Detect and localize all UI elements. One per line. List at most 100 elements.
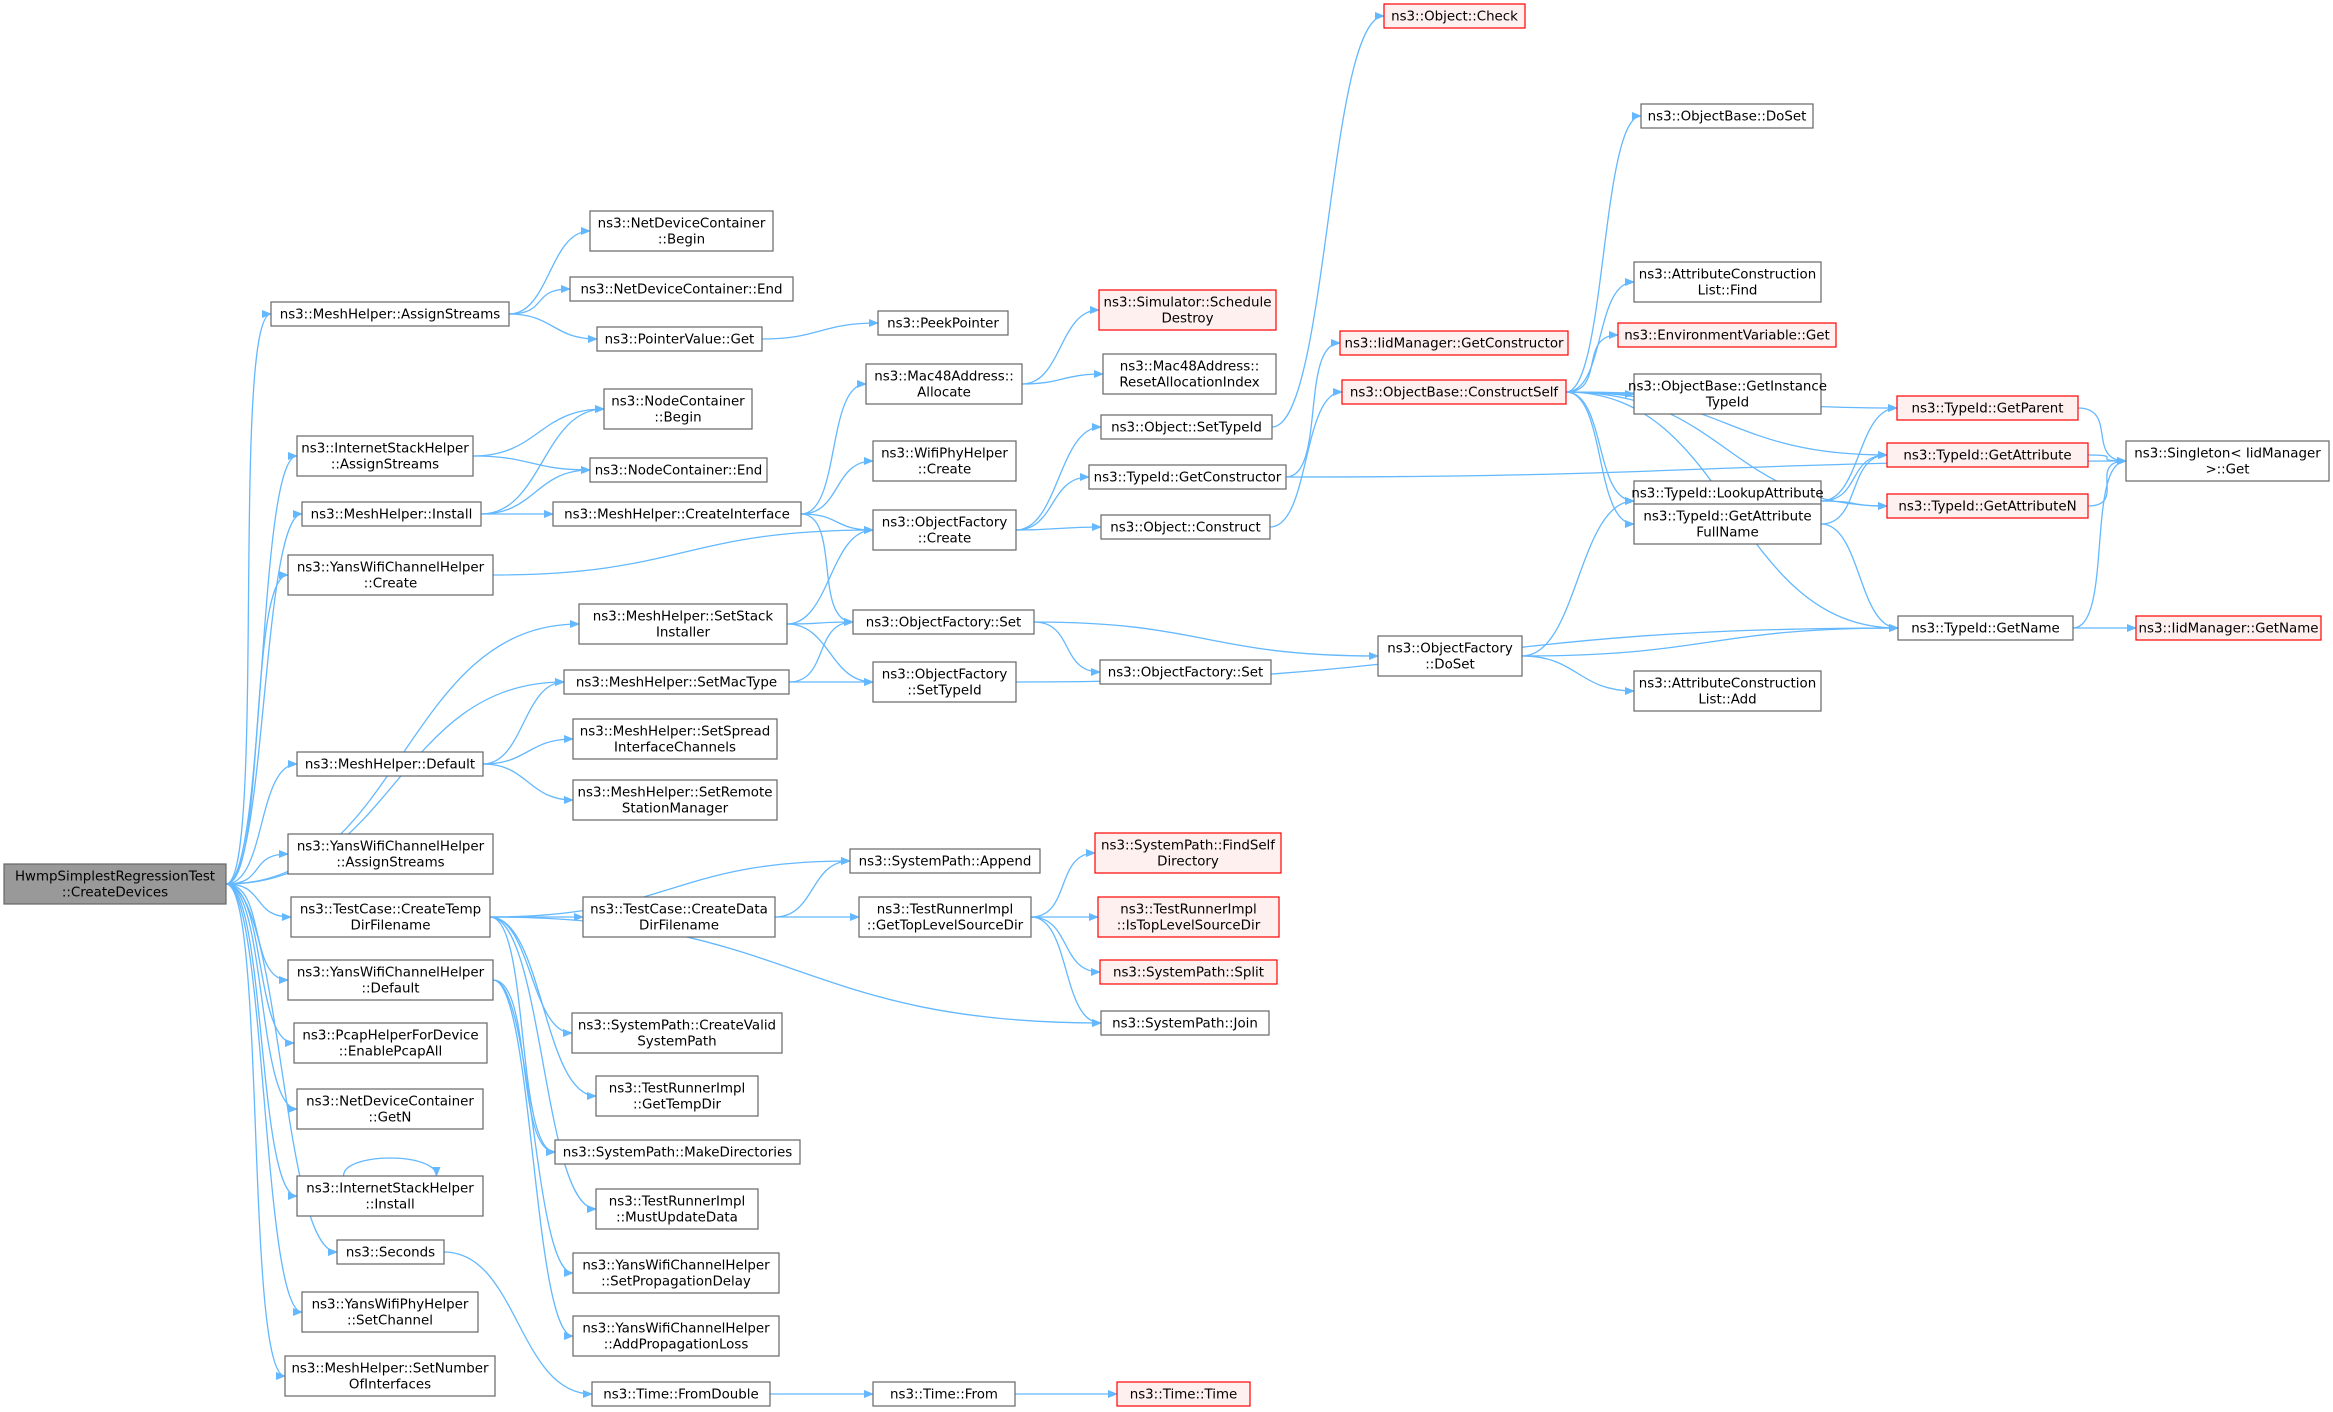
node-sp_split[interactable]: ns3::SystemPath::Split xyxy=(1099,959,1278,985)
node-env_get[interactable]: ns3::EnvironmentVariable::Get xyxy=(1617,322,1837,348)
node-ndc_getn[interactable]: ns3::NetDeviceContainer::GetN xyxy=(296,1088,484,1130)
node-tid_getname[interactable]: ns3::TypeId::GetName xyxy=(1897,615,2074,641)
node-tri_istop[interactable]: ns3::TestRunnerImpl::IsTopLevelSourceDir xyxy=(1097,896,1280,938)
node-box-iid_getctor xyxy=(1339,330,1569,356)
node-ywch_assign[interactable]: ns3::YansWifiChannelHelper::AssignStream… xyxy=(287,833,494,875)
node-mac_alloc[interactable]: ns3::Mac48Address::Allocate xyxy=(865,363,1023,405)
node-of_set[interactable]: ns3::ObjectFactory::Set xyxy=(852,609,1035,635)
node-peek[interactable]: ns3::PeekPointer xyxy=(877,310,1009,336)
node-phd_pcap[interactable]: ns3::PcapHelperForDevice::EnablePcapAll xyxy=(293,1022,488,1064)
node-label-mh_setspread-0: ns3::MeshHelper::SetSpread xyxy=(580,725,770,740)
node-mh_setspread[interactable]: ns3::MeshHelper::SetSpreadInterfaceChann… xyxy=(572,718,778,760)
node-iid_getctor[interactable]: ns3::IidManager::GetConstructor xyxy=(1339,330,1569,356)
node-label-ywch_assign-1: ::AssignStreams xyxy=(336,856,444,871)
node-label-of_set-0: ns3::ObjectFactory::Set xyxy=(866,616,1022,631)
node-tid_getattr[interactable]: ns3::TypeId::GetAttribute xyxy=(1886,442,2089,468)
node-box-of_create xyxy=(872,509,1017,551)
node-mh_install[interactable]: ns3::MeshHelper::Install xyxy=(301,501,482,527)
node-tri_gettemp[interactable]: ns3::TestRunnerImpl::GetTempDir xyxy=(595,1075,759,1117)
node-box-mh_setmac xyxy=(563,669,790,695)
node-of_doset[interactable]: ns3::ObjectFactory::DoSet xyxy=(1377,635,1523,677)
node-wph_create[interactable]: ns3::WifiPhyHelper::Create xyxy=(872,440,1017,482)
node-iid_getname[interactable]: ns3::IidManager::GetName xyxy=(2135,615,2322,641)
node-pv_get[interactable]: ns3::PointerValue::Get xyxy=(596,326,763,352)
node-of_set2[interactable]: ns3::ObjectFactory::Set xyxy=(1099,659,1272,685)
edge-mh_default-to-mh_setspread xyxy=(482,735,574,765)
node-ob_construct[interactable]: ns3::ObjectBase::ConstructSelf xyxy=(1341,379,1567,405)
node-label-tid_getctor-0: ns3::TypeId::GetConstructor xyxy=(1094,471,1282,486)
edge-mh_createif-to-wph_create xyxy=(800,457,874,515)
node-sp_join[interactable]: ns3::SystemPath::Join xyxy=(1100,1010,1270,1036)
node-obj_settypeid[interactable]: ns3::Object::SetTypeId xyxy=(1100,414,1273,440)
node-label-seconds-0: ns3::Seconds xyxy=(346,1246,435,1261)
node-nc_end[interactable]: ns3::NodeContainer::End xyxy=(589,457,768,483)
edge-tid_getattrfull-to-tid_getname xyxy=(1820,523,1899,632)
node-ywph_setchan[interactable]: ns3::YansWifiPhyHelper::SetChannel xyxy=(301,1291,479,1333)
node-time_from[interactable]: ns3::Time::From xyxy=(872,1381,1016,1407)
node-box-root xyxy=(3,863,227,905)
node-of_create[interactable]: ns3::ObjectFactory::Create xyxy=(872,509,1017,551)
node-label-iid_getctor-0: ns3::IidManager::GetConstructor xyxy=(1344,337,1564,352)
edge-root-to-seconds xyxy=(225,883,338,1256)
node-ob_doset[interactable]: ns3::ObjectBase::DoSet xyxy=(1640,103,1814,129)
node-of_settypeid[interactable]: ns3::ObjectFactory::SetTypeId xyxy=(872,661,1017,703)
node-label-of_settypeid-0: ns3::ObjectFactory xyxy=(882,668,1008,683)
node-label-tri_mustupdate-1: ::MustUpdateData xyxy=(616,1211,738,1226)
node-time_fromdouble[interactable]: ns3::Time::FromDouble xyxy=(591,1381,771,1407)
node-tid_getctor[interactable]: ns3::TypeId::GetConstructor xyxy=(1088,464,1287,490)
node-ywch_addloss[interactable]: ns3::YansWifiChannelHelper::AddPropagati… xyxy=(572,1315,780,1357)
node-seconds[interactable]: ns3::Seconds xyxy=(336,1239,445,1265)
node-ywch_setprop[interactable]: ns3::YansWifiChannelHelper::SetPropagati… xyxy=(572,1252,780,1294)
node-tri_mustupdate[interactable]: ns3::TestRunnerImpl::MustUpdateData xyxy=(595,1188,759,1230)
node-ish_assign[interactable]: ns3::InternetStackHelper::AssignStreams xyxy=(296,435,474,477)
node-box-ywch_addloss xyxy=(572,1315,780,1357)
node-tid_getattrn[interactable]: ns3::TypeId::GetAttributeN xyxy=(1886,493,2089,519)
node-tri_gettop[interactable]: ns3::TestRunnerImpl::GetTopLevelSourceDi… xyxy=(858,896,1032,938)
node-mh_default[interactable]: ns3::MeshHelper::Default xyxy=(296,751,484,777)
node-box-tid_getattr xyxy=(1886,442,2089,468)
node-box-tri_mustupdate xyxy=(595,1188,759,1230)
node-ywch_default[interactable]: ns3::YansWifiChannelHelper::Default xyxy=(287,959,494,1001)
node-ndc_end[interactable]: ns3::NetDeviceContainer::End xyxy=(569,276,794,302)
edge-root-to-mh_setnumif xyxy=(225,883,286,1380)
node-ndc_begin[interactable]: ns3::NetDeviceContainer::Begin xyxy=(589,210,774,252)
node-mac_reset[interactable]: ns3::Mac48Address::ResetAllocationIndex xyxy=(1102,353,1277,395)
node-obj_construct[interactable]: ns3::Object::Construct xyxy=(1100,514,1271,540)
node-singleton[interactable]: ns3::Singleton< IidManager>::Get xyxy=(2125,440,2330,482)
edge-root-to-ywph_setchan xyxy=(225,883,303,1316)
node-mh_createif[interactable]: ns3::MeshHelper::CreateInterface xyxy=(552,501,802,527)
edge-root-to-ywch_create xyxy=(225,571,289,885)
edge-tid_getattr-to-singleton xyxy=(2087,454,2127,465)
node-box-mh_createif xyxy=(552,501,802,527)
node-label-mh_setremote-1: StationManager xyxy=(622,802,729,817)
node-sp_append[interactable]: ns3::SystemPath::Append xyxy=(849,848,1041,874)
node-label-tc_createdata-0: ns3::TestCase::CreateData xyxy=(590,903,768,918)
node-sp_makedirs[interactable]: ns3::SystemPath::MakeDirectories xyxy=(554,1139,801,1165)
edge-tri_gettop-to-sp_split xyxy=(1030,916,1101,976)
node-time_time[interactable]: ns3::Time::Time xyxy=(1116,1381,1251,1407)
node-nc_begin[interactable]: ns3::NodeContainer::Begin xyxy=(603,388,753,430)
edge-mac_alloc-to-sim_sched xyxy=(1021,306,1100,385)
node-mh_setmac[interactable]: ns3::MeshHelper::SetMacType xyxy=(563,669,790,695)
node-ish_install[interactable]: ns3::InternetStackHelper::Install xyxy=(296,1175,484,1217)
node-obj_check[interactable]: ns3::Object::Check xyxy=(1383,3,1526,29)
node-root[interactable]: HwmpSimplestRegressionTest::CreateDevice… xyxy=(3,863,227,905)
node-ywch_create[interactable]: ns3::YansWifiChannelHelper::Create xyxy=(287,554,494,596)
node-box-obj_construct xyxy=(1100,514,1271,540)
node-mh_assign[interactable]: ns3::MeshHelper::AssignStreams xyxy=(270,301,510,327)
node-tid_getparent[interactable]: ns3::TypeId::GetParent xyxy=(1896,395,2079,421)
edge-of_create-to-obj_settypeid xyxy=(1015,423,1102,531)
edge-mac_alloc-to-mac_reset xyxy=(1021,370,1104,385)
